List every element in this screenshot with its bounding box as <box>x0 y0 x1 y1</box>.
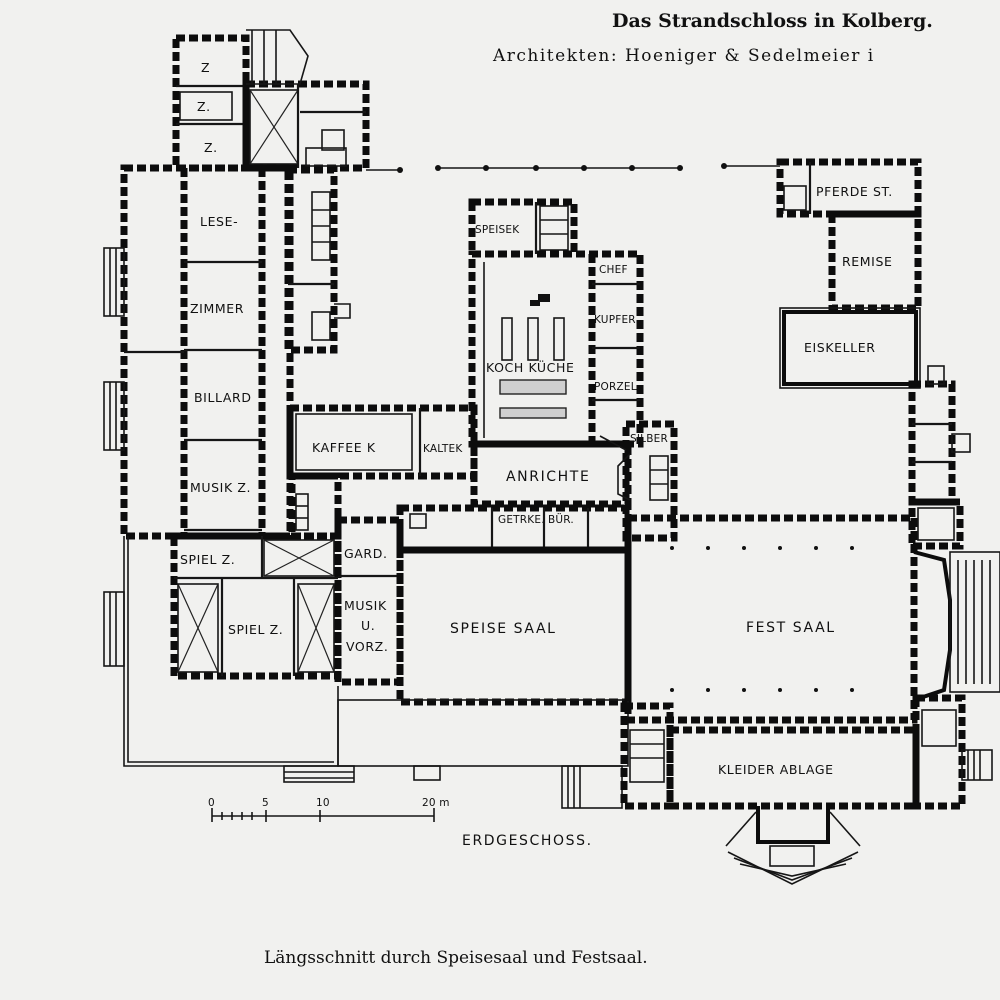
room-label-kaltek: KALTEK <box>423 443 463 455</box>
room-label-musik: MUSIK <box>344 598 387 613</box>
room-label-z3: Z. <box>204 140 218 155</box>
kaffee-block <box>286 404 478 480</box>
room-label-buer: BÜR. <box>548 513 574 526</box>
architects-subtitle: Architekten: Hoeniger & Sedelmeier i <box>493 46 875 66</box>
room-label-u: U. <box>361 618 375 633</box>
spiel-zone <box>170 532 342 680</box>
room-label-koch-kueche: KOCH KÜCHE <box>486 359 575 375</box>
scale-tick-10: 10 <box>316 797 330 809</box>
room-label-kupfer: KUPFER <box>594 314 636 326</box>
kleider-ablage-block <box>620 694 993 885</box>
room-label-remise: REMISE <box>842 254 893 269</box>
scale-tick-0: 0 <box>208 797 215 809</box>
room-label-z2: Z. <box>197 99 211 114</box>
room-label-fest-saal: FEST SAAL <box>746 620 836 636</box>
room-label-porzel: PORZEL <box>594 381 637 393</box>
room-label-kaffee-k: KAFFEE K <box>312 440 376 455</box>
room-label-speise-saal: SPEISE SAAL <box>450 621 557 637</box>
room-label-musik-z: MUSIK Z. <box>190 480 251 495</box>
service-corridor <box>284 166 351 354</box>
terrace-line <box>366 163 780 173</box>
section-caption: Längsschnitt durch Speisesaal und Festsa… <box>264 948 648 968</box>
room-label-eiskeller: EISKELLER <box>804 340 876 355</box>
floor-label: ERDGESCHOSS. <box>462 833 593 849</box>
scale-tick-5: 5 <box>262 797 269 809</box>
room-label-anrichte: ANRICHTE <box>506 469 590 485</box>
room-label-spiel-z1: SPIEL Z. <box>180 552 235 567</box>
scale-tick-20m: 20 m <box>422 797 450 809</box>
page-title: Das Strandschloss in Kolberg. <box>612 10 933 32</box>
room-label-chef: CHEF <box>599 264 628 276</box>
room-label-kleider-ablage: KLEIDER ABLAGE <box>718 762 834 777</box>
room-label-gard: GARD. <box>344 546 388 561</box>
room-label-lese: LESE- <box>200 214 238 229</box>
middle-rooms <box>288 472 632 686</box>
room-label-z1: Z <box>201 60 210 75</box>
room-label-spiel-z2: SPIEL Z. <box>228 622 283 637</box>
room-label-speisek: SPEISEK <box>475 224 520 236</box>
room-label-zimmer: ZIMMER <box>190 301 244 316</box>
room-label-silber: SILBER <box>630 433 668 445</box>
east-outbuildings <box>776 158 971 550</box>
room-label-billard: BILLARD <box>194 390 252 405</box>
scale-bar: 0 5 10 20 m <box>208 797 450 822</box>
room-labels: Z Z. Z. LESE- ZIMMER BILLARD MUSIK Z. SP… <box>180 60 893 777</box>
fest-saal-hall <box>624 514 1000 724</box>
room-label-getrke: GETRKE. <box>498 514 545 526</box>
room-label-vorz: VORZ. <box>346 639 388 654</box>
anrichte-block <box>470 420 678 542</box>
room-label-pferde-st: PFERDE ST. <box>816 184 893 199</box>
